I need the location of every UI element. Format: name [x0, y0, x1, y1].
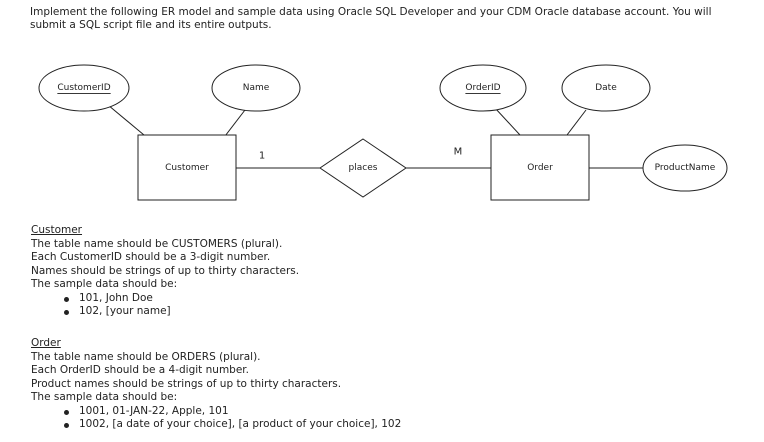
customer-sample-list: 101, John Doe 102, [your name]: [31, 292, 299, 319]
list-item: 102, [your name]: [63, 305, 299, 319]
attribute-name-label: Name: [243, 83, 270, 93]
connector-customerid-customer: [107, 104, 151, 141]
customer-line-table-name: The table name should be CUSTOMERS (plur…: [31, 237, 283, 250]
customer-section: Customer The table name should be CUSTOM…: [31, 224, 299, 319]
connector-date-order: [566, 109, 587, 136]
cardinality-order-side: M: [454, 147, 463, 158]
entity-customer: [137, 134, 237, 201]
entity-order-label: Order: [527, 163, 553, 173]
customer-heading: Customer: [31, 224, 83, 236]
list-item: 101, John Doe: [63, 292, 299, 306]
list-item: 1001, 01-JAN-22, Apple, 101: [63, 405, 401, 419]
entity-customer-label: Customer: [165, 163, 209, 173]
order-line-table-name: The table name should be ORDERS (plural)…: [31, 350, 261, 363]
relationship-places-label: places: [349, 163, 378, 173]
attribute-customerid-label: CustomerID: [57, 83, 110, 93]
list-item: 1002, [a date of your choice], [a produc…: [63, 418, 402, 430]
attribute-orderid: [439, 64, 527, 112]
instructions-text: Implement the following ER model and sam…: [30, 6, 712, 31]
cardinality-customer-side: 1: [259, 151, 265, 162]
order-line-id-format: Each OrderID should be a 4-digit number.: [31, 364, 249, 376]
attribute-date-label: Date: [595, 83, 617, 93]
connector-orderid-order: [494, 107, 521, 136]
attribute-customerid: [38, 64, 130, 112]
order-sample-list: 1001, 01-JAN-22, Apple, 101 1002, [a dat…: [31, 405, 401, 432]
customer-line-name-format: Names should be strings of up to thirty …: [31, 264, 300, 277]
entity-order: [490, 134, 590, 201]
customer-line-sample-intro: The sample data should be:: [31, 278, 178, 290]
attribute-orderid-label: OrderID: [465, 83, 500, 93]
customer-line-id-format: Each CustomerID should be a 3-digit numb…: [31, 251, 271, 263]
attribute-date: [561, 64, 651, 112]
order-line-sample-intro: The sample data should be:: [31, 391, 178, 403]
relationship-places: [319, 138, 407, 198]
attribute-productname-label: ProductName: [655, 163, 716, 173]
attribute-name: [211, 64, 301, 112]
er-diagram: CustomerID Name OrderID Date ProductName…: [38, 64, 728, 201]
attribute-productname: [642, 144, 728, 192]
order-heading: Order: [31, 337, 61, 349]
order-line-product-format: Product names should be strings of up to…: [31, 377, 342, 390]
order-section: Order The table name should be ORDERS (p…: [31, 337, 401, 432]
